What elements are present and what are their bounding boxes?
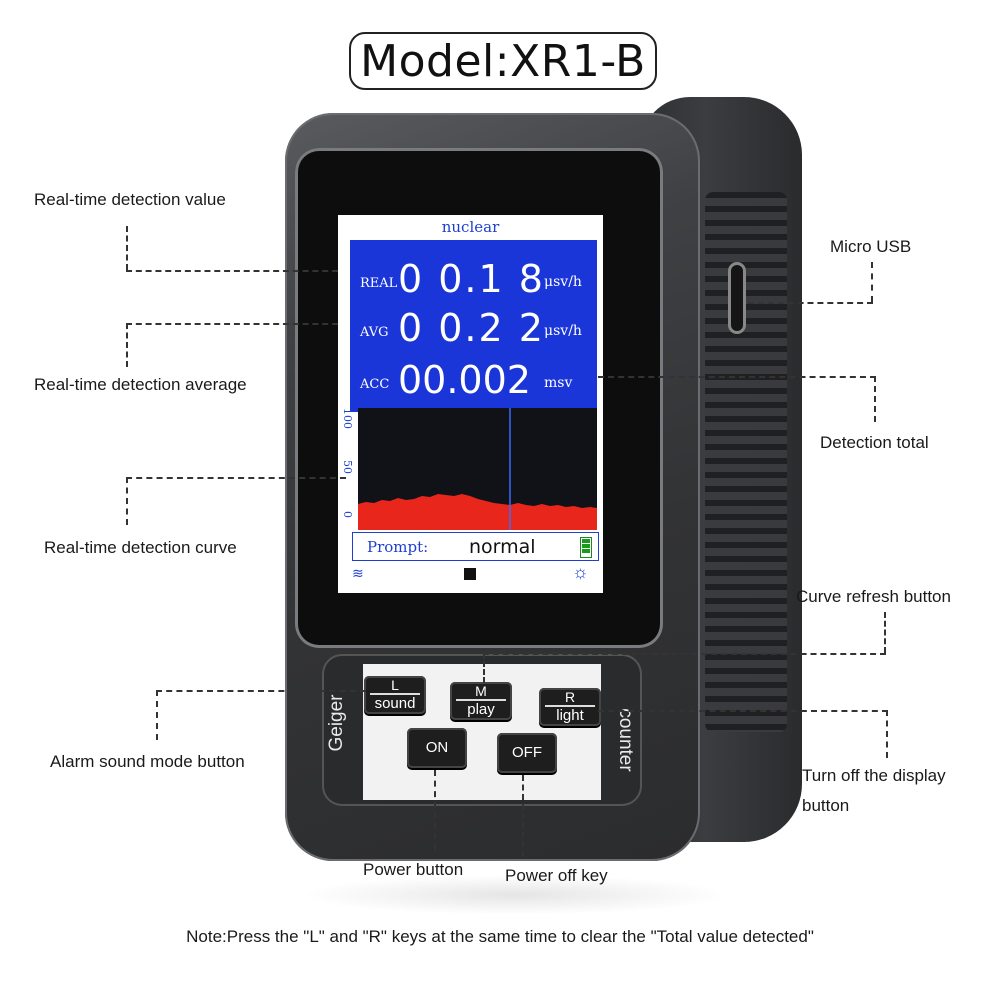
leader-line [156,690,366,692]
reading-unit: msv [544,375,573,391]
leader-line [156,690,158,740]
key-divider [456,699,506,701]
y-tick-100: 100 [341,408,354,429]
power-off-button[interactable]: OFF [497,733,557,773]
reading-value: 00.002 [398,358,531,402]
power-on-button[interactable]: ON [407,728,467,768]
key-divider [370,693,420,695]
device-grip-ribs [705,192,787,732]
key-top-label: M [475,683,487,699]
label-curve-refresh: Curve refresh button [796,587,951,606]
screen-header: nuclear [441,218,500,236]
device-shadow [300,875,730,915]
reading-label: ACC [360,377,390,392]
brightness-icon: ☼ [572,562,589,582]
m-play-button[interactable]: M play [450,682,512,720]
leader-line [126,226,128,270]
reading-label: AVG [360,325,389,340]
label-turn-off-display: Turn off the display [802,766,946,785]
reading-unit: μsv/h [544,274,582,290]
y-tick-0: 0 [341,511,354,518]
label-realtime-value: Real-time detection value [34,190,226,209]
leader-line [874,376,876,422]
leader-line [126,323,128,367]
reading-unit: μsv/h [544,323,582,339]
detection-curve-graph [358,408,597,530]
lcd-screen: nuclear REAL 0 0.1 8 μsv/h AVG 0 0.2 2 μ… [338,215,603,593]
label-power-button: Power button [363,860,464,879]
key-top-label: R [564,689,576,705]
prompt-label: Prompt: [367,538,429,556]
reading-value: 0 0.1 8 [398,257,545,301]
label-micro-usb: Micro USB [830,237,912,256]
footer-note: Note:Press the "L" and "R" keys at the s… [186,927,814,946]
leader-line [522,775,524,857]
prompt-status: normal [469,536,536,558]
label-realtime-average: Real-time detection average [34,375,247,394]
radiation-icon: ≋ [352,565,364,581]
l-sound-button[interactable]: L sound [364,676,426,714]
key-bottom-label: sound [374,694,416,712]
label-alarm-sound: Alarm sound mode button [50,752,245,771]
leader-line [598,376,876,378]
label-power-off-key: Power off key [505,866,608,885]
leader-line [884,612,886,653]
stop-icon [464,568,476,580]
leader-line [126,323,338,325]
battery-icon [580,537,592,558]
model-title: Model:XR1-B [349,32,657,90]
reading-value: 0 0.2 2 [398,306,545,350]
reading-label: REAL [360,276,398,291]
curve-svg [358,408,597,530]
key-bottom-label: light [556,706,584,724]
geiger-side-label: Geiger [326,694,347,752]
leader-line [886,710,888,758]
counter-side-label: counter [615,708,636,772]
leader-line [483,653,485,683]
leader-line [871,262,873,302]
label-turn-off-display-2: button [802,796,850,815]
leader-line [434,770,436,850]
y-tick-50: 50 [341,460,354,474]
key-divider [545,705,595,707]
leader-line [126,270,338,272]
prompt-bar: Prompt: normal [352,532,599,561]
leader-line [748,302,873,304]
label-detection-total: Detection total [820,433,929,452]
leader-line [126,477,128,525]
r-light-button[interactable]: R light [539,688,601,726]
leader-line [598,710,888,712]
label-realtime-curve: Real-time detection curve [44,538,237,557]
micro-usb-port[interactable] [728,262,746,334]
curve-area [358,494,597,530]
leader-line [483,653,886,655]
key-bottom-label: play [467,700,495,718]
readings-panel: REAL 0 0.1 8 μsv/h AVG 0 0.2 2 μsv/h ACC… [350,240,597,412]
key-top-label: L [391,677,399,693]
leader-line [126,477,346,479]
